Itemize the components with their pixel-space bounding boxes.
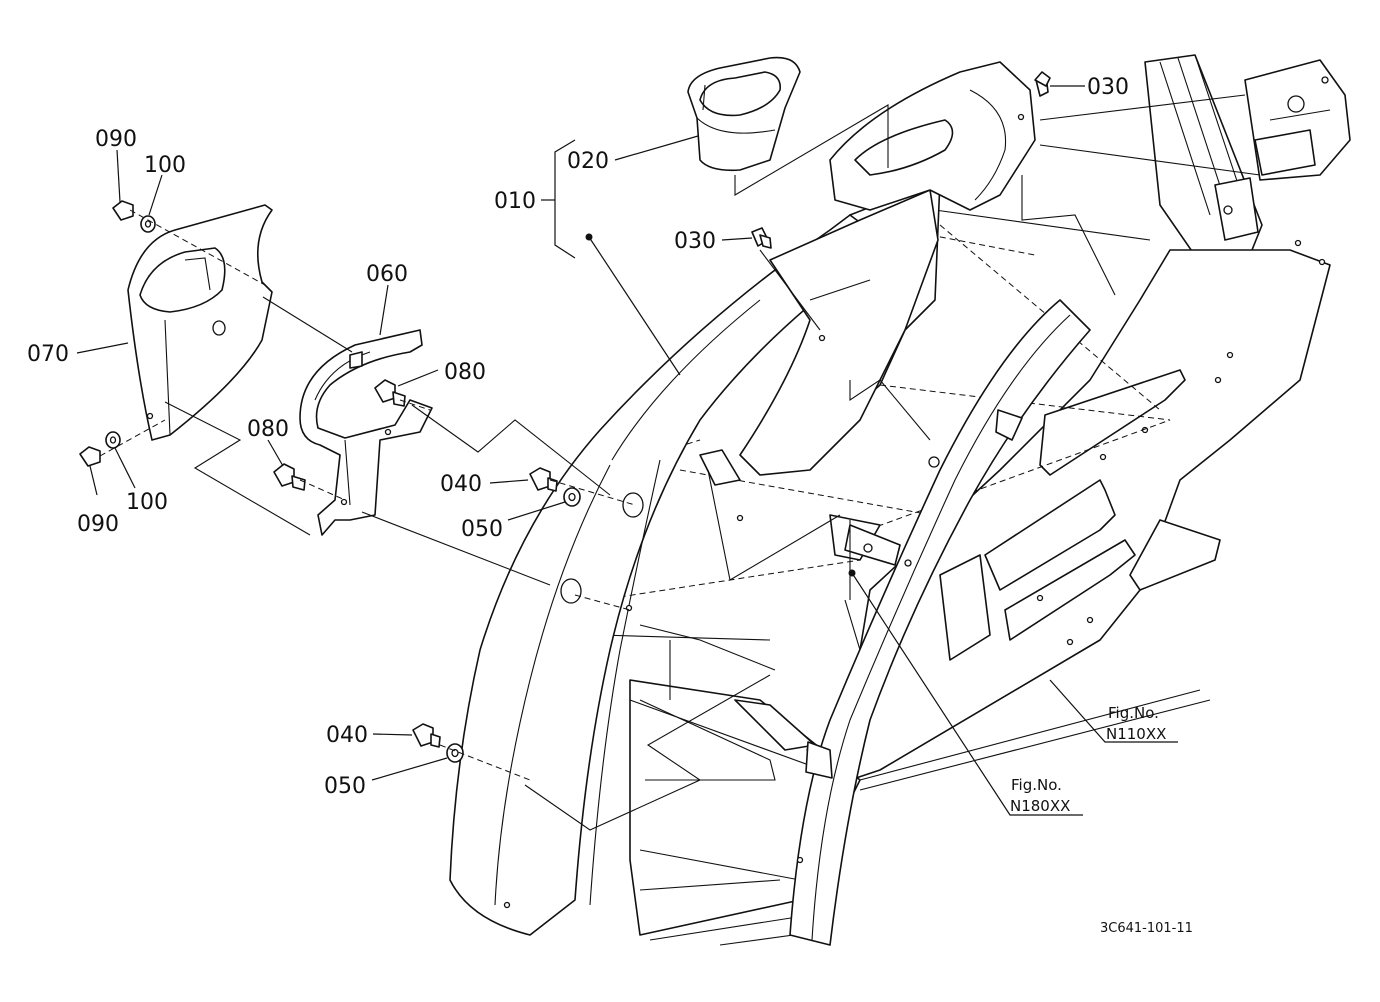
callout-060: 060 (366, 262, 408, 287)
rear-frame-structure (599, 54, 1351, 946)
bolt-040-lower (412, 723, 441, 748)
callout-030-mid: 030 (674, 229, 716, 254)
frame-arch (789, 299, 1091, 946)
assembly-lines (164, 104, 1116, 831)
callout-080-upper: 080 (444, 360, 486, 385)
callout-090-top: 090 (95, 127, 137, 152)
callout-100-top: 100 (144, 153, 186, 178)
bolt-080-lower (273, 463, 306, 491)
callout-080-lower: 080 (247, 417, 289, 442)
callout-050-lower: 050 (324, 774, 366, 799)
callout-020: 020 (567, 149, 609, 174)
callout-labels: 010 020 030 030 040 040 050 050 060 070 … (27, 75, 1129, 799)
figure-references: Fig.No. N110XX Fig.No. N180XX (1010, 704, 1166, 815)
cover-070 (127, 204, 273, 441)
drawing-code: 3C641-101-11 (1100, 921, 1193, 936)
seat-shell-top (829, 61, 1036, 211)
callout-100-bottom: 100 (126, 490, 168, 515)
washer-100-bottom (105, 431, 121, 449)
screw-090-top (112, 200, 134, 221)
callout-050-upper: 050 (461, 517, 503, 542)
bolt-080-upper (374, 379, 406, 407)
bolt-030-top (1034, 71, 1051, 97)
bolt-040-upper (529, 467, 558, 492)
callout-070: 070 (27, 342, 69, 367)
cup-holder-020 (687, 56, 801, 172)
alignment-lines (99, 209, 636, 781)
callout-040-upper: 040 (440, 472, 482, 497)
washer-050-lower (446, 743, 464, 763)
callout-090-bottom: 090 (77, 512, 119, 537)
bolt-030-mid (751, 227, 772, 249)
callout-040-lower: 040 (326, 723, 368, 748)
fig-ref-2-number: N180XX (1010, 797, 1070, 815)
fig-ref-1-label: Fig.No. (1108, 704, 1159, 722)
fig-ref-1-number: N110XX (1106, 725, 1166, 743)
washer-100-top (140, 215, 156, 233)
callout-030-top: 030 (1087, 75, 1129, 100)
leader-lines (76, 85, 1178, 816)
bracket-060 (299, 329, 433, 536)
washer-050-upper (563, 487, 581, 507)
fender-010 (449, 189, 939, 936)
fig-ref-2-label: Fig.No. (1011, 776, 1062, 794)
callout-010: 010 (494, 189, 536, 214)
screw-090-bottom (79, 446, 101, 467)
